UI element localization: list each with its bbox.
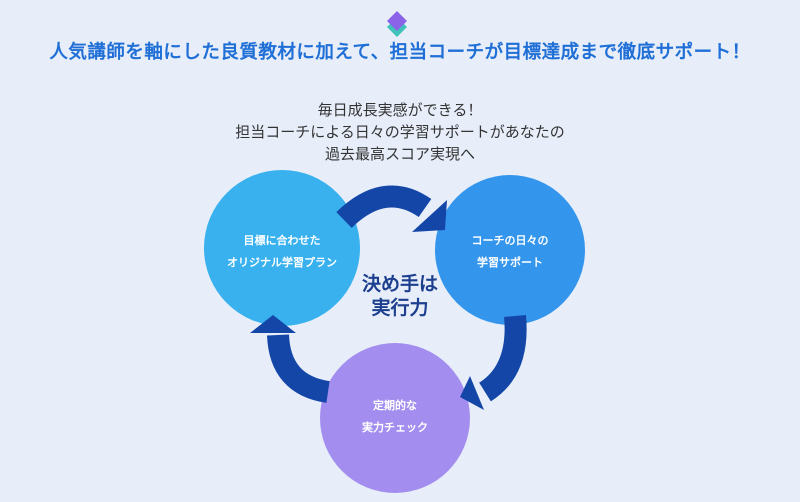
center-line: 決め手は bbox=[361, 273, 438, 295]
step-line: 学習サポート bbox=[477, 256, 543, 269]
step-line: オリジナル学習プラン bbox=[227, 256, 337, 269]
step-label-plan: 目標に合わせた オリジナル学習プラン bbox=[202, 230, 362, 274]
intro-line: 担当コーチによる日々の学習サポートがあなたの bbox=[235, 123, 565, 141]
intro-line: 毎日成長実感ができる！ bbox=[317, 101, 483, 119]
step-label-support: コーチの日々の 学習サポート bbox=[430, 230, 590, 274]
step-circle-check bbox=[320, 343, 470, 493]
step-line: 定期的な bbox=[373, 399, 417, 412]
step-circle-plan bbox=[204, 170, 360, 326]
step-line: コーチの日々の bbox=[471, 234, 549, 247]
arrow-plan-to-support bbox=[336, 185, 432, 229]
step-label-check: 定期的な 実力チェック bbox=[315, 395, 475, 439]
arrow-check-to-plan bbox=[267, 334, 331, 403]
intro-line: 過去最高スコア実現へ bbox=[324, 145, 475, 163]
intro-text: 毎日成長実感ができる！ 担当コーチによる日々の学習サポートがあなたの 過去最高ス… bbox=[0, 99, 800, 165]
center-line: 実行力 bbox=[371, 297, 429, 319]
arrow-support-to-check bbox=[478, 314, 527, 402]
arrowhead-2 bbox=[460, 376, 484, 410]
page-title: 人気講師を軸にした良質教材に加えて、担当コーチが目標達成まで徹底サポート！ bbox=[49, 42, 751, 63]
step-circle-support bbox=[435, 175, 585, 325]
center-label: 決め手は 実行力 bbox=[330, 272, 470, 320]
step-line: 実力チェック bbox=[362, 421, 428, 434]
arrowhead-3 bbox=[250, 315, 296, 333]
arrowhead-1 bbox=[412, 200, 447, 232]
layered-diamond-icon bbox=[387, 11, 407, 37]
step-line: 目標に合わせた bbox=[243, 234, 321, 247]
